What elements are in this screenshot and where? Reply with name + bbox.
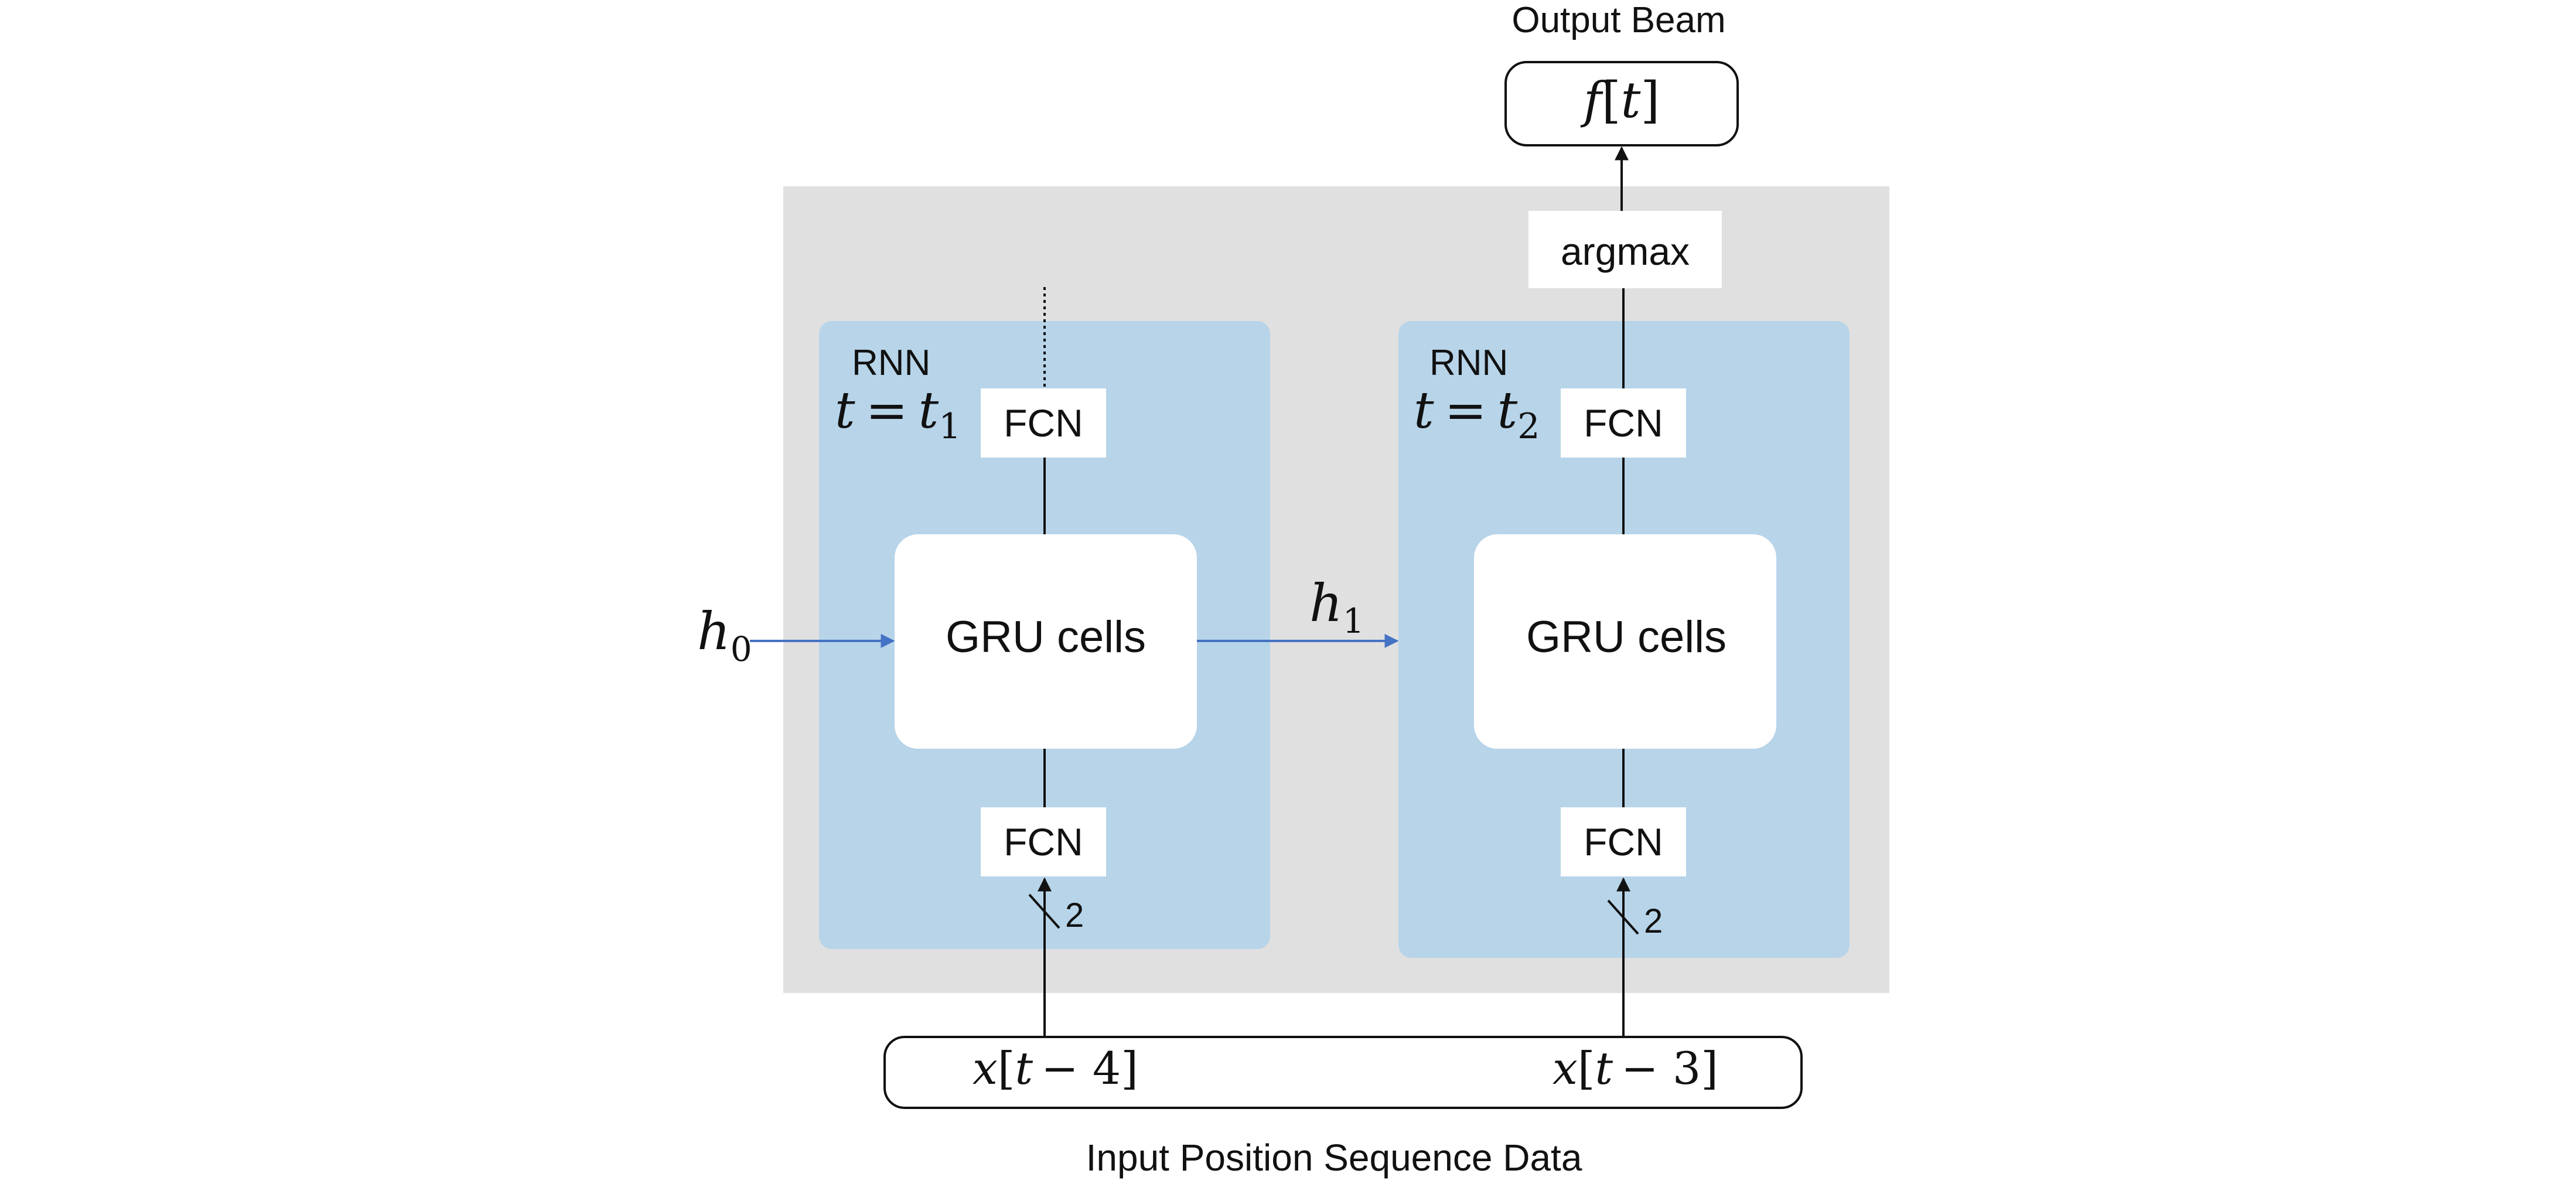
- gru-cells-left-label: GRU cells: [946, 612, 1146, 662]
- fcn-top-left-label: FCN: [1004, 401, 1083, 445]
- rnn-left-time: t=t1: [835, 381, 961, 447]
- gru-cells-right-label: GRU cells: [1526, 612, 1727, 662]
- fcn-top-right: [1561, 388, 1686, 458]
- argmax-box: [1528, 211, 1722, 288]
- h1-label: h1: [1309, 573, 1364, 641]
- input-dim-slash-right: [1607, 899, 1639, 935]
- input-left-label: x[t− 4]: [973, 1042, 1138, 1094]
- fcn-bottom-right: [1561, 807, 1686, 876]
- fcn-bottom-left: [981, 807, 1106, 876]
- output-label: f[t]: [1580, 71, 1660, 129]
- rnn-left-title: RNN: [852, 343, 930, 383]
- input-dim-right: 2: [1644, 902, 1663, 940]
- input-right-label: x[t− 3]: [1553, 1042, 1718, 1094]
- h0-label: h0: [697, 601, 752, 669]
- input-dim-slash-left: [1028, 893, 1060, 929]
- output-box: [1504, 61, 1739, 146]
- output-title: Output Beam: [1512, 0, 1725, 40]
- rnn-right-title: RNN: [1429, 343, 1508, 383]
- fcn-bottom-left-label: FCN: [1004, 820, 1083, 864]
- argmax-label: argmax: [1561, 230, 1690, 273]
- input-caption: Input Position Sequence Data: [1086, 1137, 1582, 1179]
- input-sequence-box: [883, 1036, 1803, 1109]
- rnn-right-time: t=t2: [1414, 381, 1540, 447]
- gru-cells-left: [895, 534, 1197, 749]
- gru-cells-right: [1474, 534, 1776, 749]
- fcn-top-right-label: FCN: [1584, 401, 1663, 445]
- fcn-bottom-right-label: FCN: [1584, 820, 1663, 864]
- fcn-top-left: [981, 388, 1106, 458]
- input-dim-left: 2: [1065, 896, 1084, 934]
